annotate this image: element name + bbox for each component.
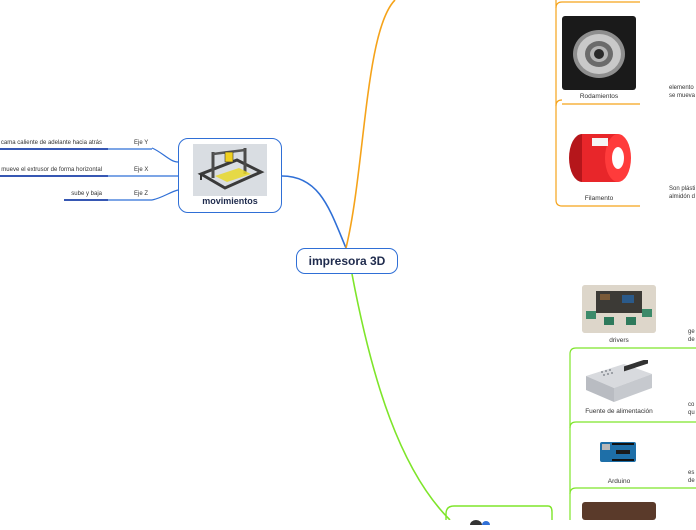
topic-movimientos-label: movimientos bbox=[202, 196, 258, 206]
link-root-electronica bbox=[351, 273, 451, 520]
fuente-label[interactable]: Fuente de alimentación bbox=[585, 408, 653, 415]
power-supply-image bbox=[582, 360, 656, 404]
filamento-label[interactable]: Filamento bbox=[584, 195, 614, 202]
fuente-desc-line2: qu bbox=[688, 410, 695, 416]
axis-x-label[interactable]: Eje X bbox=[134, 167, 149, 173]
axis-z-label[interactable]: Eje Z bbox=[134, 191, 149, 197]
arduino-image bbox=[596, 436, 640, 466]
drivers-desc-line2: de bbox=[688, 337, 695, 343]
materiales-bracket bbox=[555, 0, 563, 207]
filamento-desc-line2: almidón d bbox=[669, 194, 696, 200]
fuente-desc-line1: co bbox=[688, 402, 695, 408]
arduino-desc-line1: es bbox=[688, 470, 695, 476]
link-root-materiales bbox=[345, 0, 396, 249]
axis-y-label[interactable]: Eje Y bbox=[134, 140, 149, 146]
rodamientos-label[interactable]: Rodamientos bbox=[579, 93, 619, 100]
axis-y-desc[interactable]: cama caliente de adelante hacia atrás bbox=[0, 140, 102, 146]
rodamientos-desc-line1: elemento bbox=[669, 85, 694, 91]
axis-x-desc[interactable]: mueve el extrusor de forma horizontal bbox=[1, 167, 102, 173]
arduino-desc-line2: de bbox=[688, 478, 695, 484]
partial-item-image bbox=[582, 502, 656, 520]
drivers-desc-line1: ge bbox=[688, 329, 695, 335]
electronica-bracket bbox=[569, 347, 577, 520]
root-topic[interactable]: impresora 3D bbox=[296, 248, 398, 274]
axis-z-desc[interactable]: sube y baja bbox=[71, 191, 102, 197]
rodamientos-desc-line2: se mueva bbox=[669, 93, 696, 99]
arduino-label[interactable]: Arduino bbox=[607, 478, 631, 485]
drivers-label[interactable]: drivers bbox=[609, 337, 629, 344]
topic-movimientos[interactable]: movimientos bbox=[178, 138, 282, 213]
filament-image bbox=[562, 124, 636, 188]
link-root-movimientos bbox=[281, 175, 347, 249]
root-topic-label: impresora 3D bbox=[308, 254, 386, 268]
printer-frame-image bbox=[193, 144, 267, 196]
drivers-image bbox=[582, 285, 656, 333]
partial-node-icon bbox=[468, 512, 490, 530]
bearing-image bbox=[562, 16, 636, 90]
filamento-desc-line1: Son plásti bbox=[669, 186, 696, 192]
